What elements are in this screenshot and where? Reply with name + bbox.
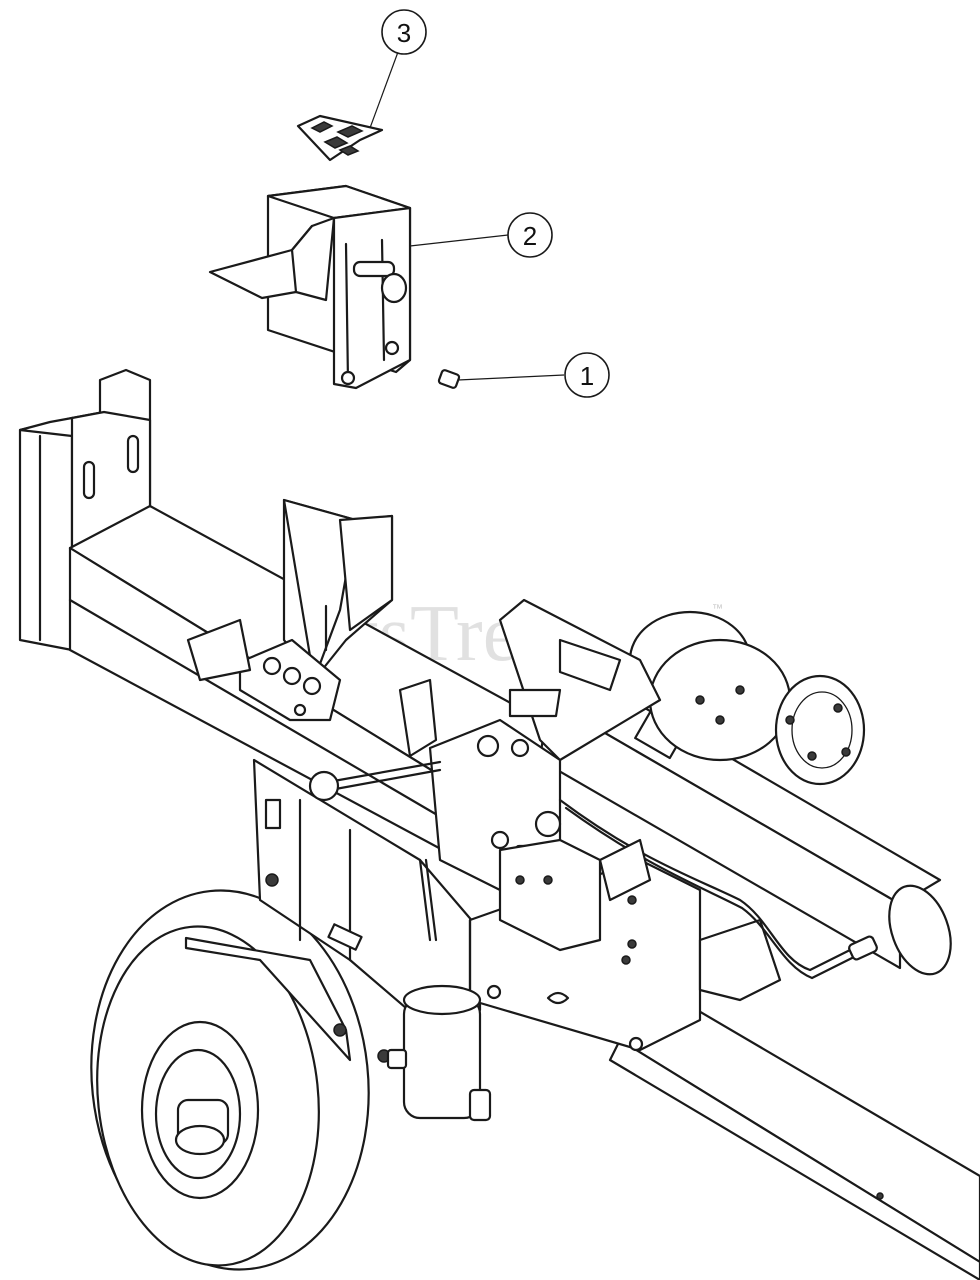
slide-plate xyxy=(186,618,342,722)
callout-1: 1 xyxy=(457,352,610,398)
callout-number-3: 3 xyxy=(397,18,411,48)
engine xyxy=(628,610,866,1002)
log-splitter-machine xyxy=(18,368,980,1280)
beam-wedge xyxy=(282,498,394,682)
watermark-trademark: ™ xyxy=(712,603,723,615)
callout-2: 2 xyxy=(409,212,553,258)
callout-3: 3 xyxy=(369,9,427,129)
cylinder-mount xyxy=(598,838,652,965)
tongue-beam xyxy=(608,998,980,1280)
pin[interactable] xyxy=(437,369,461,389)
control-valve xyxy=(428,718,602,952)
callout-number-1: 1 xyxy=(580,361,594,391)
cradle-frame xyxy=(398,598,662,762)
decal-plate[interactable] xyxy=(296,114,384,162)
splitting-wedge[interactable] xyxy=(208,184,412,390)
callout-number-2: 2 xyxy=(523,221,537,251)
hydraulic-cylinder xyxy=(538,674,952,976)
control-handle xyxy=(308,760,442,802)
filter-canister xyxy=(386,984,492,1122)
